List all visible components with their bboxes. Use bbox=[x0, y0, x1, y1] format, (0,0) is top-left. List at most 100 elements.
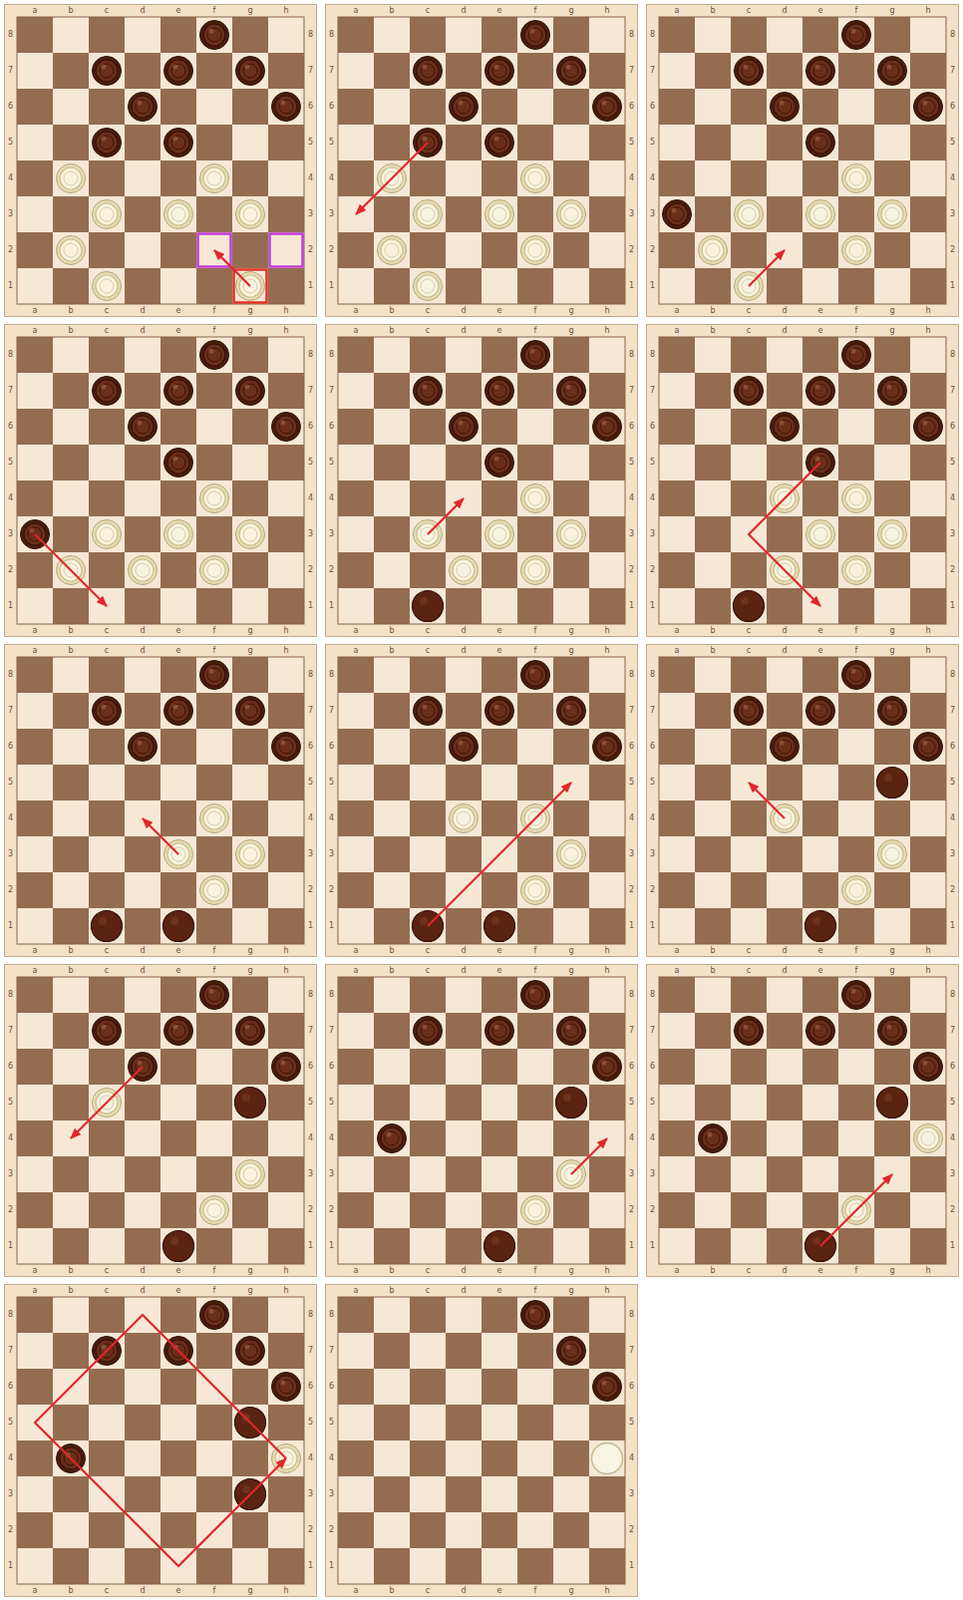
file-label: g bbox=[240, 1265, 261, 1278]
rank-label: 6 bbox=[301, 740, 321, 753]
rank-label: 6 bbox=[622, 1060, 642, 1073]
piece-shine bbox=[419, 917, 428, 926]
board-square bbox=[694, 1192, 731, 1229]
board-square bbox=[124, 516, 161, 553]
light-man bbox=[878, 840, 908, 870]
piece-ring bbox=[665, 203, 688, 226]
light-man bbox=[236, 520, 266, 550]
board-square bbox=[481, 480, 518, 517]
board-border bbox=[337, 656, 626, 945]
board-square bbox=[517, 976, 554, 1013]
pieces bbox=[56, 20, 302, 302]
piece-ring bbox=[488, 59, 511, 82]
light-man bbox=[56, 236, 86, 266]
dark-man bbox=[92, 56, 122, 86]
piece-body bbox=[842, 236, 872, 266]
rank-label: 6 bbox=[622, 420, 642, 433]
piece-shine bbox=[137, 100, 143, 106]
board-square bbox=[874, 976, 911, 1013]
rank-label: 4 bbox=[622, 812, 642, 825]
rank-label: 1 bbox=[943, 920, 963, 933]
piece-body bbox=[272, 732, 302, 762]
piece-ring bbox=[773, 415, 796, 438]
board-square bbox=[124, 408, 161, 445]
dark-man bbox=[806, 1016, 836, 1046]
board-square bbox=[658, 160, 695, 197]
dark-man bbox=[806, 376, 836, 406]
board-square bbox=[730, 692, 767, 729]
file-label: d bbox=[774, 625, 795, 638]
board-square bbox=[88, 728, 125, 765]
piece-ring bbox=[203, 167, 226, 190]
board-square bbox=[766, 872, 803, 909]
board-square bbox=[445, 976, 482, 1013]
board-square bbox=[373, 124, 410, 161]
board-square bbox=[589, 444, 626, 481]
file-label: d bbox=[453, 945, 474, 958]
board-square bbox=[553, 480, 590, 517]
rank-label: 8 bbox=[943, 668, 963, 681]
file-label: f bbox=[525, 305, 546, 318]
board-square bbox=[766, 516, 803, 553]
piece-ring bbox=[420, 703, 435, 718]
piece-ring bbox=[131, 559, 154, 582]
board-square bbox=[124, 1120, 161, 1157]
file-label: e bbox=[810, 644, 831, 657]
board-square bbox=[838, 160, 875, 197]
file-label: h bbox=[276, 964, 297, 977]
piece-ring bbox=[845, 487, 868, 510]
board-square bbox=[337, 800, 374, 837]
rank-label: 2 bbox=[943, 884, 963, 897]
board-square bbox=[874, 1012, 911, 1049]
board-square bbox=[838, 728, 875, 765]
board-square bbox=[337, 1084, 374, 1121]
board-square bbox=[409, 444, 446, 481]
board-square bbox=[838, 268, 875, 305]
board-square bbox=[694, 656, 731, 693]
piece-body bbox=[557, 200, 587, 230]
dark-man bbox=[662, 200, 692, 230]
rank-label: 3 bbox=[943, 1168, 963, 1181]
board-square bbox=[553, 408, 590, 445]
board-square bbox=[373, 480, 410, 517]
dark-man bbox=[878, 376, 908, 406]
board-square bbox=[910, 408, 947, 445]
board-square bbox=[658, 124, 695, 161]
piece-shine bbox=[137, 1060, 143, 1066]
board-square bbox=[337, 232, 374, 269]
board-square bbox=[160, 764, 197, 801]
board-square bbox=[517, 336, 554, 373]
board-square bbox=[910, 588, 947, 625]
board-square bbox=[910, 728, 947, 765]
piece-shine bbox=[209, 668, 215, 674]
dark-man bbox=[770, 732, 800, 762]
file-label: e bbox=[168, 625, 189, 638]
board-square bbox=[160, 372, 197, 409]
dark-man bbox=[164, 56, 194, 86]
board-square bbox=[16, 1084, 53, 1121]
board-square bbox=[481, 800, 518, 837]
rank-label: 4 bbox=[642, 812, 663, 825]
board-square bbox=[910, 480, 947, 517]
board-square bbox=[553, 160, 590, 197]
piece-shine bbox=[530, 988, 536, 994]
piece-ring bbox=[207, 347, 222, 362]
board-frame bbox=[4, 964, 318, 1278]
board-square bbox=[517, 1192, 554, 1229]
piece-shine bbox=[281, 100, 287, 106]
file-label: e bbox=[810, 1265, 831, 1278]
piece-shine bbox=[422, 136, 428, 142]
file-label: d bbox=[453, 625, 474, 638]
board-square bbox=[268, 408, 305, 445]
board-square bbox=[52, 976, 89, 1013]
board-square bbox=[409, 872, 446, 909]
rank-label: 4 bbox=[943, 172, 963, 185]
rank-label: 5 bbox=[642, 776, 663, 789]
board-square bbox=[694, 268, 731, 305]
piece-ring bbox=[243, 63, 258, 78]
board-square bbox=[766, 444, 803, 481]
piece-ring bbox=[420, 207, 435, 222]
rank-label: 1 bbox=[642, 920, 663, 933]
light-man bbox=[914, 1124, 944, 1154]
rank-label: 6 bbox=[321, 740, 342, 753]
